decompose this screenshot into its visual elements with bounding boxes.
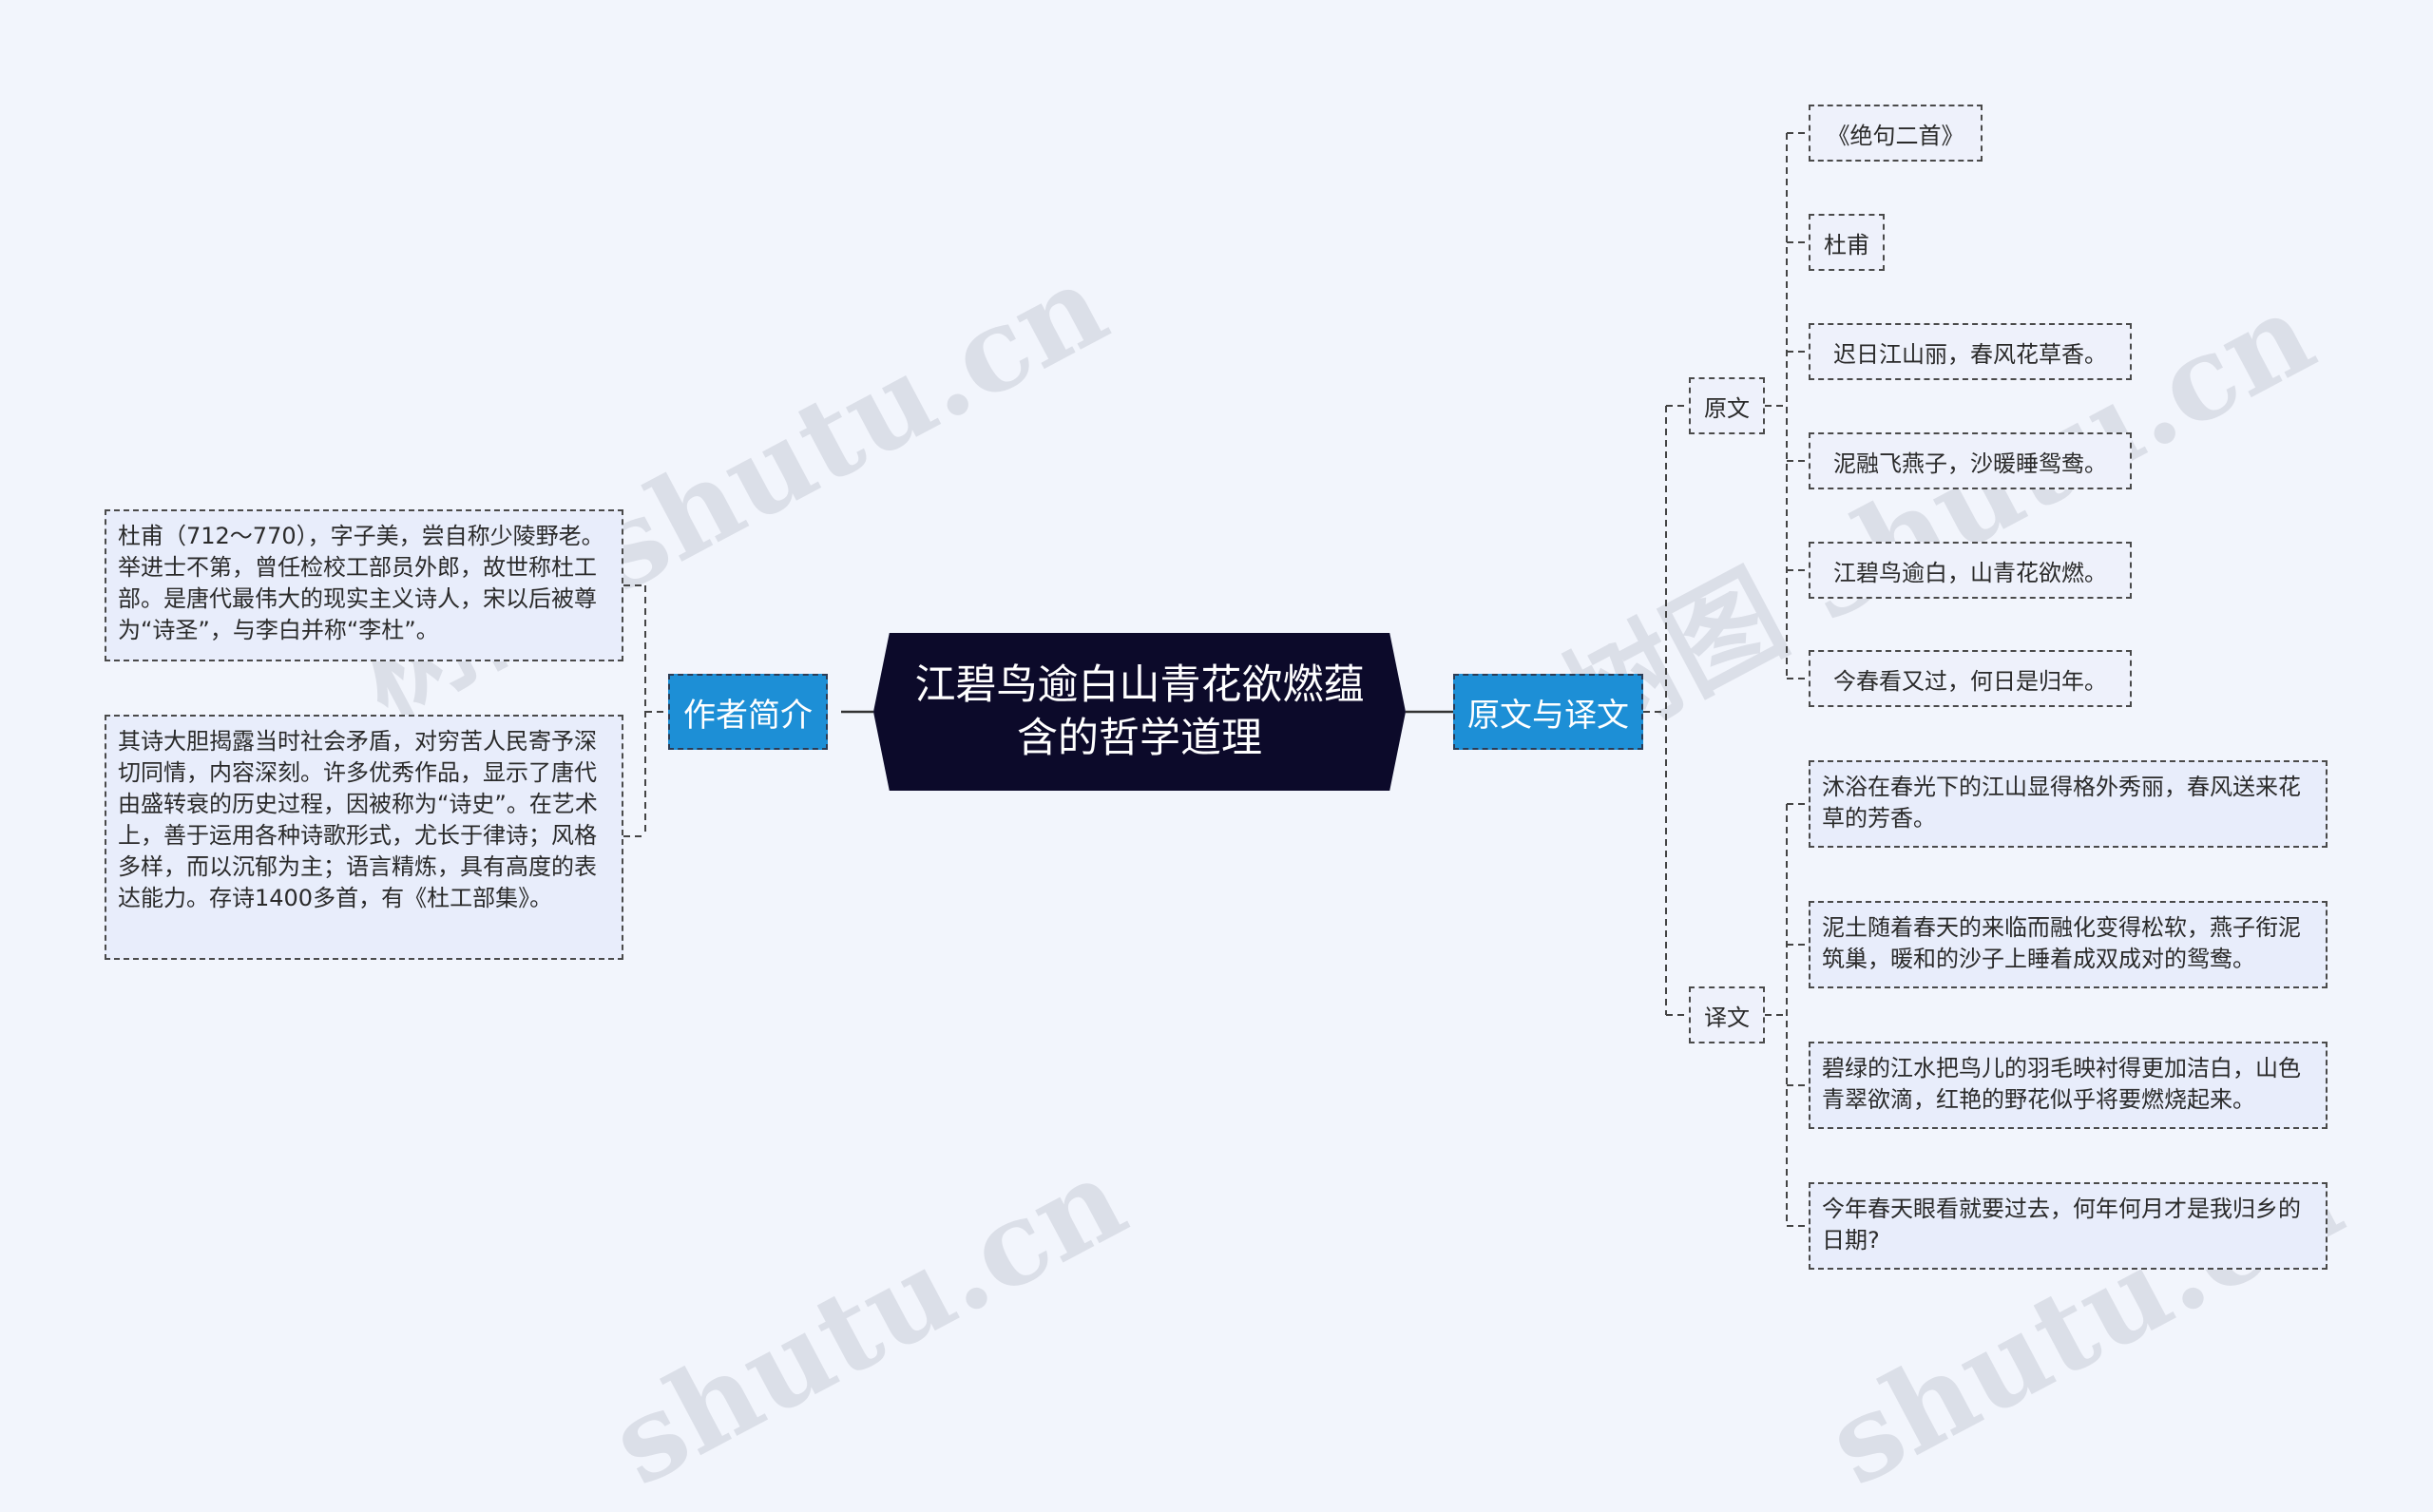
translation-line-node[interactable]: 碧绿的江水把鸟儿的羽毛映衬得更加洁白，山色青翠欲滴，红艳的野花似乎将要燃烧起来。: [1809, 1042, 2328, 1129]
original-text-node[interactable]: 原文: [1689, 377, 1765, 434]
branch-text-translation[interactable]: 原文与译文: [1453, 674, 1643, 750]
poem-author-node[interactable]: 杜甫: [1809, 214, 1885, 271]
poem-line-node[interactable]: 泥融飞燕子，沙暖睡鸳鸯。: [1809, 432, 2132, 489]
author-bio-node[interactable]: 杜甫（712～770），字子美，尝自称少陵野老。举进士不第，曾任检校工部员外郎，…: [105, 509, 623, 661]
root-topic[interactable]: 江碧鸟逾白山青花欲燃蕴含的哲学道理: [873, 633, 1406, 791]
branch-author-intro[interactable]: 作者简介: [668, 674, 828, 750]
poem-title-node[interactable]: 《绝句二首》: [1809, 105, 1983, 162]
mindmap-canvas: 树图 shutu.cn 树图 shutu.cn shutu.cn shutu.c…: [105, 105, 2363, 1511]
poem-line-node[interactable]: 江碧鸟逾白，山青花欲燃。: [1809, 542, 2132, 599]
translation-node[interactable]: 译文: [1689, 986, 1765, 1043]
poem-line-node[interactable]: 迟日江山丽，春风花草香。: [1809, 323, 2132, 380]
translation-line-node[interactable]: 沐浴在春光下的江山显得格外秀丽，春风送来花草的芳香。: [1809, 760, 2328, 848]
translation-line-node[interactable]: 泥土随着春天的来临而融化变得松软，燕子衔泥筑巢，暖和的沙子上睡着成双成对的鸳鸯。: [1809, 901, 2328, 988]
author-works-node[interactable]: 其诗大胆揭露当时社会矛盾，对穷苦人民寄予深切同情，内容深刻。许多优秀作品，显示了…: [105, 715, 623, 960]
poem-line-node[interactable]: 今春看又过，何日是归年。: [1809, 650, 2132, 707]
translation-line-node[interactable]: 今年春天眼看就要过去，何年何月才是我归乡的日期?: [1809, 1182, 2328, 1270]
connector-lines: [623, 132, 1809, 1227]
